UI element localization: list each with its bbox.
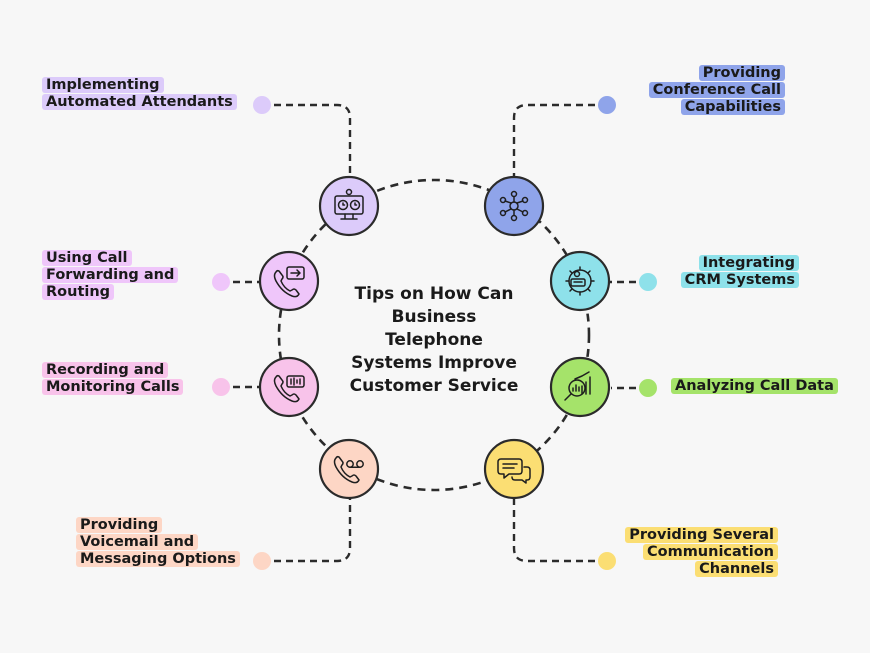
label-line: Integrating: [698, 255, 799, 271]
title-line: Business: [391, 307, 477, 327]
label-conference-call: Providing Conference Call Capabilities: [648, 65, 785, 116]
node-crm-systems: [549, 250, 611, 312]
phone-recording-icon: [273, 374, 305, 403]
label-line: Routing: [42, 284, 115, 300]
label-line: Automated Attendants: [42, 94, 237, 110]
connector-voicemail: [262, 499, 352, 563]
chat-bubbles-icon: [497, 458, 531, 484]
dot-conference-call: [598, 96, 616, 114]
connector-conference-call: [512, 103, 607, 178]
node-call-data: [549, 356, 611, 418]
label-line: Conference Call: [648, 82, 785, 98]
label-communication-channels: Providing Several Communication Channels: [625, 527, 778, 578]
title-line: Tips on How Can: [354, 284, 514, 304]
label-line: Implementing: [42, 77, 164, 93]
node-voicemail: [318, 438, 380, 500]
label-voicemail: Providing Voicemail and Messaging Option…: [76, 517, 240, 568]
label-automated-attendants: Implementing Automated Attendants: [42, 77, 237, 111]
node-communication-channels: [483, 438, 545, 500]
connector-automated-attendants: [262, 103, 352, 178]
dot-call-data: [639, 379, 657, 397]
label-line: CRM Systems: [680, 272, 799, 288]
label-line: Voicemail and: [76, 534, 199, 550]
phone-voicemail-icon: [333, 455, 364, 484]
node-forwarding: [258, 250, 320, 312]
label-line: Providing: [698, 65, 785, 81]
crm-gear-icon: [565, 266, 595, 296]
label-call-data: Analyzing Call Data: [671, 378, 838, 395]
dot-forwarding: [212, 273, 230, 291]
label-line: Using Call: [42, 250, 132, 266]
connector-communication-channels: [512, 499, 607, 563]
central-ring: [277, 178, 591, 492]
title-line: Telephone: [385, 330, 483, 350]
label-line: Channels: [695, 561, 778, 577]
phone-forward-icon: [273, 266, 305, 298]
label-line: Monitoring Calls: [42, 379, 184, 395]
label-line: Communication: [642, 544, 778, 560]
dot-voicemail: [253, 552, 271, 570]
label-line: Capabilities: [680, 99, 785, 115]
label-crm-systems: Integrating CRM Systems: [680, 255, 799, 289]
dot-automated-attendants: [253, 96, 271, 114]
title-line: Customer Service: [349, 376, 519, 396]
label-recording: Recording and Monitoring Calls: [42, 362, 184, 396]
label-forwarding: Using Call Forwarding and Routing: [42, 250, 179, 301]
team-network-icon: [499, 190, 529, 222]
label-line: Messaging Options: [76, 551, 240, 567]
label-line: Analyzing Call Data: [671, 378, 838, 394]
magnifier-chart-icon: [564, 371, 591, 401]
title-line: Systems Improve: [351, 353, 517, 373]
dot-communication-channels: [598, 552, 616, 570]
dot-recording: [212, 378, 230, 396]
monitor-clock-icon: [334, 188, 364, 220]
node-automated-attendants: [318, 175, 380, 237]
label-line: Forwarding and: [42, 267, 179, 283]
center-title: Tips on How Can Business Telephone Syste…: [330, 283, 538, 398]
label-line: Recording and: [42, 362, 169, 378]
dot-crm-systems: [639, 273, 657, 291]
label-line: Providing: [76, 517, 163, 533]
node-conference-call: [483, 175, 545, 237]
label-line: Providing Several: [625, 527, 778, 543]
